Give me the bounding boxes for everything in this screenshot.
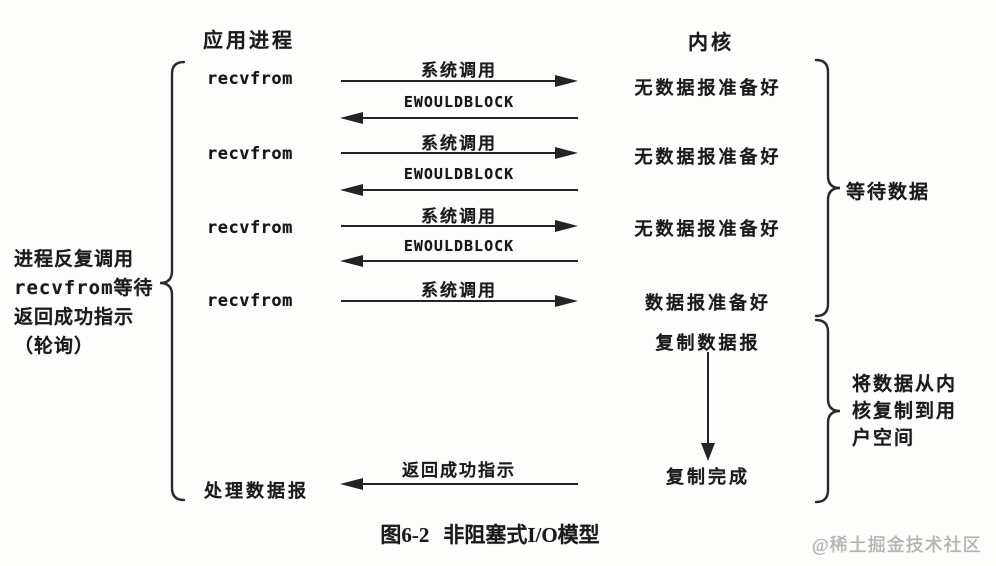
return-success-label: 返回成功指示 — [402, 461, 516, 480]
process-datagram-label: 处理数据报 — [204, 481, 309, 501]
copy-annotation-line: 将数据从内 — [852, 374, 958, 395]
polling-annotation: 进程反复调用 recvfrom等待 返回成功指示 （轮询） — [14, 245, 164, 361]
arrow-left-icon — [340, 184, 363, 196]
copy-brace-annotation: 将数据从内 核复制到用 户空间 — [852, 371, 982, 452]
kernel-state-label: 数据报准备好 — [645, 293, 771, 313]
ewouldblock-arrow — [362, 117, 578, 119]
ewouldblock-label: EWOULDBLOCK — [403, 237, 515, 255]
annotation-line: 进程反复调用 — [14, 248, 135, 270]
arrow-right-icon — [555, 220, 578, 232]
arrow-left-icon — [340, 112, 363, 124]
arrow-right-icon — [555, 75, 578, 87]
syscall-arrow — [341, 152, 557, 154]
kernel-header: 内核 — [688, 32, 734, 54]
copy-datagram-label: 复制数据报 — [655, 333, 761, 353]
recvfrom-label: recvfrom — [207, 144, 293, 164]
arrow-right-icon — [555, 295, 578, 307]
copy-annotation-line: 核复制到用 — [852, 401, 958, 422]
arrow-left-icon — [340, 255, 363, 267]
copy-done-label: 复制完成 — [666, 467, 750, 487]
kernel-state-label: 无数据报准备好 — [634, 219, 782, 239]
app-process-header: 应用进程 — [203, 30, 295, 52]
copy-annotation-line: 户空间 — [852, 428, 916, 449]
arrow-right-icon — [555, 147, 578, 159]
syscall-arrow — [341, 225, 557, 227]
polling-brace-icon — [159, 60, 186, 502]
ewouldblock-label: EWOULDBLOCK — [403, 165, 515, 183]
arrow-down-icon — [701, 443, 715, 461]
kernel-state-label: 无数据报准备好 — [634, 78, 782, 98]
syscall-arrow-label: 系统调用 — [421, 207, 497, 226]
syscall-arrow — [341, 80, 557, 82]
wait-data-label: 等待数据 — [846, 182, 931, 203]
ewouldblock-label: EWOULDBLOCK — [403, 93, 515, 111]
syscall-arrow-label: 系统调用 — [421, 134, 497, 153]
recvfrom-label: recvfrom — [207, 69, 293, 89]
annotation-line: recvfrom等待 — [14, 277, 154, 299]
return-arrow — [362, 483, 578, 485]
recvfrom-label: recvfrom — [207, 218, 293, 238]
caption-fig-number: 图6-2 — [380, 523, 430, 547]
watermark: @稀土掘金技术社区 — [812, 535, 982, 555]
kernel-state-label: 无数据报准备好 — [634, 147, 782, 167]
annotation-line: （轮询） — [14, 335, 95, 357]
arrow-left-icon — [340, 478, 363, 490]
syscall-arrow-label: 系统调用 — [421, 281, 497, 300]
ewouldblock-arrow — [362, 260, 578, 262]
copy-brace-icon — [814, 318, 841, 504]
wait-data-brace-icon — [814, 58, 841, 318]
syscall-arrow — [341, 300, 557, 302]
recvfrom-label: recvfrom — [207, 291, 293, 311]
copy-arrow — [707, 352, 709, 443]
ewouldblock-arrow — [362, 189, 578, 191]
syscall-arrow-label: 系统调用 — [421, 61, 497, 80]
caption-title: 非阻塞式I/O模型 — [443, 523, 600, 547]
annotation-line: 返回成功指示 — [14, 306, 135, 328]
figure-caption: 图6-2 非阻塞式I/O模型 — [340, 519, 640, 549]
